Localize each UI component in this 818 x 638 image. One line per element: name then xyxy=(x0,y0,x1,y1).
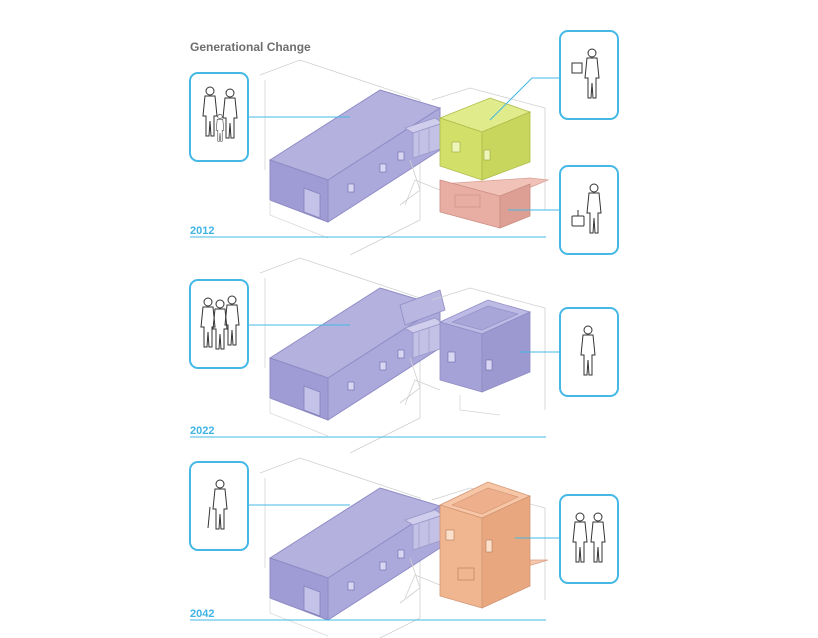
stage-2012 xyxy=(189,30,619,256)
elderly-person-with-cane-icon xyxy=(189,461,249,551)
family-parents-child-icon xyxy=(189,72,249,162)
person-with-suitcase-icon xyxy=(559,165,619,255)
family-group-icon xyxy=(189,279,249,369)
lower-unit-red xyxy=(439,177,550,229)
standing-person-icon xyxy=(559,307,619,397)
single-unit-purple xyxy=(438,299,532,393)
upper-unit-green xyxy=(438,97,532,181)
year-label-2042: 2042 xyxy=(190,608,215,620)
person-carrying-box-icon xyxy=(559,30,619,120)
stage-2042 xyxy=(189,457,619,638)
year-label-2022: 2022 xyxy=(190,425,215,437)
year-label-2012: 2012 xyxy=(190,225,215,237)
diagram-title: Generational Change xyxy=(190,40,311,54)
tall-unit-orange xyxy=(438,481,549,609)
stage-2022 xyxy=(189,257,619,454)
couple-holding-hands-icon xyxy=(559,494,619,584)
